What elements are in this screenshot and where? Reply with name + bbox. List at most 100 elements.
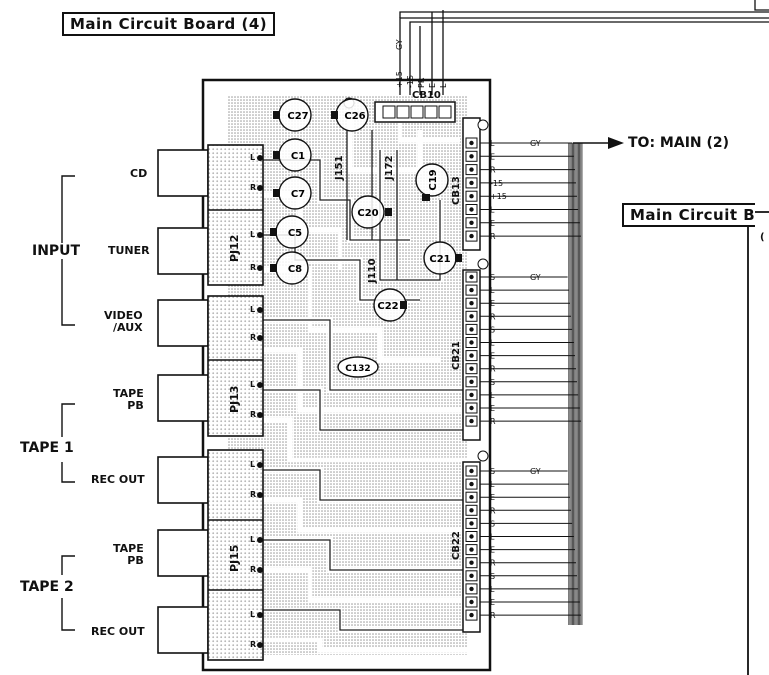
group-input-label: INPUT [32, 243, 81, 259]
jack-pin-label: R [250, 410, 257, 419]
cb22-pin-label: E [490, 546, 495, 555]
cb13-pin-dot [469, 220, 474, 225]
capacitor-c22: C22 [373, 288, 407, 322]
capacitor-c20: C20 [351, 195, 392, 229]
cb21-pin-dot [469, 392, 474, 398]
cb22-pin-dot [469, 599, 474, 605]
cb21-pin-dot [469, 274, 474, 280]
jack-pin-label: R [250, 490, 257, 499]
jack-pin-label: R [250, 640, 257, 649]
cb21-pin-label: R [490, 417, 496, 426]
cb21-pin-label: L [490, 391, 495, 400]
capacitor-c26: C26 [331, 98, 369, 132]
cb22-pin-label: R [490, 611, 496, 620]
group-tape1-label: TAPE 1 [20, 440, 74, 456]
top-wire-label: PR [417, 77, 426, 88]
capacitor-c27: C27 [273, 98, 312, 132]
capacitor-c5: C5 [270, 215, 309, 249]
right-clipped-text: ( [760, 232, 765, 243]
cb13-pin-label: R [490, 232, 496, 241]
cb22-pin-label: S [490, 572, 495, 581]
second-board-edge [622, 211, 769, 675]
cb21-pin-label: S [490, 273, 495, 282]
cb13-pin-dot [469, 154, 474, 159]
group-tape2-label: TAPE 2 [20, 579, 74, 595]
gy-marker: GY [530, 467, 541, 476]
cb21-pin-dot [469, 314, 474, 319]
cb21-pin-dot [469, 301, 474, 306]
cb21-pin-label: E [490, 404, 495, 413]
cb13-pin-label: E [490, 219, 495, 228]
capacitor-c19: C19 [415, 163, 449, 201]
cb22-pin-dot [469, 468, 474, 474]
j172-label: J172 [384, 155, 395, 181]
cb21-pin-label: R [490, 312, 496, 321]
jack-dividers [208, 209, 263, 591]
cb13-pin-label: R [490, 166, 496, 175]
jack-pin-label: R [250, 565, 257, 574]
cb22-label: CB22 [451, 531, 462, 560]
cb10-label: CB10 [412, 90, 441, 101]
cb22-pin-label: R [490, 559, 496, 568]
cb22-pin-dot [469, 534, 474, 539]
capacitor-c132: C132 [337, 356, 379, 378]
c8-label: C8 [288, 264, 302, 275]
capacitor-c21: C21 [423, 241, 462, 275]
cb13-pin-label: +15 [490, 192, 507, 201]
cb22-pin-dot [469, 521, 474, 526]
cb22-pin-dot [469, 547, 474, 552]
top-cable-labels: +15 -15 PR E L GY [395, 39, 448, 88]
cb22-pin-dot [469, 495, 474, 500]
c5-label: C5 [288, 228, 302, 239]
cb13-pin-dot [469, 140, 474, 146]
cb10-connector [343, 97, 456, 123]
arrow-to-main [573, 137, 624, 149]
capacitor-c7: C7 [273, 176, 312, 210]
pj12-label: PJ12 [228, 235, 241, 262]
cb13-pin-dot [469, 180, 474, 186]
cb22-pin-dot [469, 481, 474, 487]
pj13-label: PJ13 [228, 386, 241, 413]
jack-pin-label: L [250, 305, 256, 314]
jack-tuner-label: TUNER [108, 244, 150, 257]
cb22-pin-dot [469, 573, 474, 578]
cb21-pin-label: E [490, 352, 495, 361]
cb22-pin-label: R [490, 506, 496, 515]
c20-label: C20 [357, 208, 378, 219]
j110-label: J110 [367, 258, 378, 284]
pj15-label: PJ15 [228, 545, 241, 572]
c7-label: C7 [291, 189, 305, 200]
c27-label: C27 [287, 111, 308, 122]
cb22-pin-label: L [490, 533, 495, 542]
jack-tape2-pb-label: TAPE PB [113, 542, 144, 567]
cb21-pin-dot [469, 287, 474, 293]
c1-label: C1 [291, 151, 305, 162]
cb21-pin-dot [469, 405, 474, 411]
cb13-label: CB13 [451, 176, 462, 205]
jack-cd-label: CD [130, 167, 148, 180]
jack-pins [257, 155, 263, 648]
cb21-pin-label: L [490, 339, 495, 348]
cb13-pin-dot [469, 167, 474, 172]
cb22-pin-label: E [490, 493, 495, 502]
cb21-pin-dot [469, 418, 474, 424]
inner-labels: J151 J172 J110 CB10 PJ12 PJ13 PJ15 [228, 90, 441, 572]
cb22-pin-dot [469, 586, 474, 592]
jack-housings [157, 149, 209, 654]
jack-pin-label: L [250, 230, 256, 239]
cb21-pin-label: S [490, 325, 495, 334]
top-wire-label: -15 [406, 75, 415, 88]
c26-label: C26 [344, 111, 365, 122]
jack-tape2-recout-label: REC OUT [91, 625, 145, 638]
c21-label: C21 [429, 254, 450, 265]
cb21-pin-label: R [490, 365, 496, 374]
cb21-pin-label: S [490, 378, 495, 387]
cb13-pin-dot [469, 194, 474, 199]
cb22-pin-label: S [490, 519, 495, 528]
gy-marker: GY [530, 139, 541, 148]
cb21-pin-label: L [490, 286, 495, 295]
gy-marker: GY [395, 39, 404, 50]
cb21-pin-dot [469, 366, 474, 371]
cb21-pin-dot [469, 340, 474, 345]
jack-pin-label: L [250, 153, 256, 162]
